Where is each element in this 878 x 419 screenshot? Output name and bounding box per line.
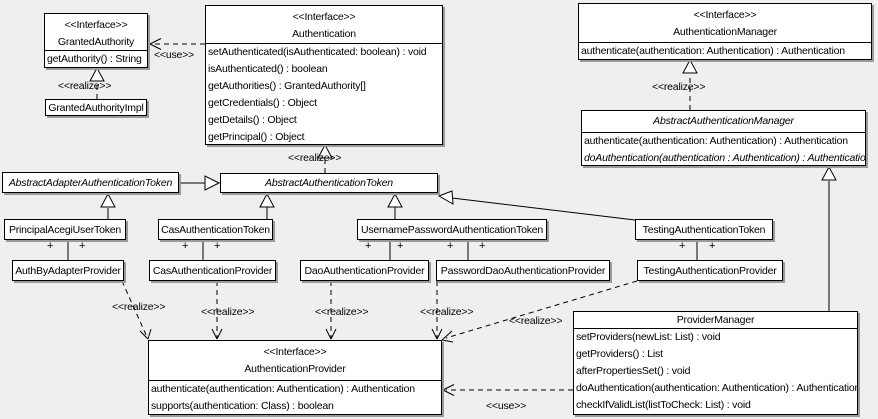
class-name: CasAuthenticationProvider bbox=[152, 264, 273, 277]
edge-gen-providermanager bbox=[821, 165, 837, 311]
realize-label: <<realize>> bbox=[315, 306, 369, 318]
association-end-plus: + bbox=[214, 240, 221, 252]
method-label: getAuthorities() : GrantedAuthority[] bbox=[208, 80, 366, 92]
realize-label: <<realize>> bbox=[652, 81, 706, 93]
class-header: AbstractAuthenticationManager bbox=[582, 111, 865, 133]
association-end-plus: + bbox=[679, 240, 686, 252]
method-label: authenticate(authentication: Authenticat… bbox=[151, 383, 415, 395]
edge-gen-usernamepasswordtoken bbox=[387, 192, 403, 219]
class-testing-authentication-token[interactable]: TestingAuthenticationToken bbox=[635, 219, 773, 240]
use-label: <<use>> bbox=[486, 400, 527, 412]
class-name: DaoAuthenticationProvider bbox=[304, 264, 425, 277]
association-end-plus: + bbox=[397, 240, 404, 252]
method-label: afterPropertiesSet() : void bbox=[576, 365, 691, 377]
class-abstract-authentication-manager[interactable]: AbstractAuthenticationManager authentica… bbox=[581, 110, 866, 166]
association-end-plus: + bbox=[447, 240, 454, 252]
stereotype-label: <<Interface>> bbox=[292, 11, 356, 23]
association-end-plus: + bbox=[709, 240, 716, 252]
class-authentication-manager[interactable]: <<Interface>> AuthenticationManager auth… bbox=[578, 3, 872, 60]
class-authentication[interactable]: <<Interface>> Authentication setAuthenti… bbox=[205, 5, 443, 145]
class-name: PrincipalAcegiUserToken bbox=[8, 223, 122, 236]
association-end-plus: + bbox=[79, 240, 86, 252]
edge-use-authentication-grantedauthority bbox=[149, 38, 205, 50]
class-name: TestingAuthenticationToken bbox=[642, 223, 766, 236]
class-principal-acegi-user-token[interactable]: PrincipalAcegiUserToken bbox=[4, 219, 126, 240]
class-provider-manager[interactable]: ProviderManager setProviders(newList: Li… bbox=[573, 311, 858, 415]
class-abstract-authentication-token[interactable]: AbstractAuthenticationToken bbox=[220, 173, 438, 193]
class-header: <<Interface>> AuthenticationManager bbox=[579, 4, 871, 43]
realize-label: <<realize>> bbox=[288, 152, 342, 164]
stereotype-label: <<Interface>> bbox=[263, 346, 327, 358]
method-label: getAuthority() : String bbox=[47, 53, 142, 65]
class-granted-authority-impl[interactable]: GrantedAuthorityImpl bbox=[45, 99, 147, 116]
method-label: getPrincipal() : Object bbox=[208, 131, 305, 143]
class-header: ProviderManager bbox=[574, 312, 857, 329]
class-name: GrantedAuthority bbox=[57, 36, 135, 48]
realize-label: <<realize>> bbox=[420, 306, 474, 318]
class-name: PasswordDaoAuthenticationProvider bbox=[440, 264, 606, 277]
realize-label: <<realize>> bbox=[201, 306, 255, 318]
class-name: CasAuthenticationToken bbox=[161, 223, 270, 236]
method-label: isAuthenticated() : boolean bbox=[208, 63, 328, 75]
stereotype-label: <<Interface>> bbox=[693, 9, 757, 21]
class-name: AuthenticationManager bbox=[673, 26, 777, 38]
association-end-plus: + bbox=[365, 240, 372, 252]
class-name: TestingAuthenticationProvider bbox=[643, 264, 777, 277]
class-granted-authority[interactable]: <<Interface>> GrantedAuthority getAuthor… bbox=[44, 13, 148, 68]
method-label: authenticate(authentication: Authenticat… bbox=[584, 135, 848, 147]
class-password-dao-authentication-provider[interactable]: PasswordDaoAuthenticationProvider bbox=[436, 260, 610, 281]
realize-label: <<realize>> bbox=[509, 315, 563, 327]
class-name: UsernamePasswordAuthenticationToken bbox=[360, 223, 544, 236]
association-end-plus: + bbox=[182, 240, 189, 252]
class-name: AbstractAuthenticationToken bbox=[265, 177, 393, 189]
method-label: authenticate(authentication: Authenticat… bbox=[581, 45, 845, 57]
method-label: getCredentials() : Object bbox=[208, 97, 317, 109]
class-abstract-adapter-authentication-token[interactable]: AbstractAdapterAuthenticationToken bbox=[2, 172, 179, 193]
method-label: supports(authentication: Class) : boolea… bbox=[151, 400, 334, 412]
class-cas-authentication-provider[interactable]: CasAuthenticationProvider bbox=[149, 260, 276, 281]
method-label: doAuthentication(authentication: Authent… bbox=[576, 382, 857, 394]
edge-use-providermanager bbox=[442, 384, 573, 396]
association-end-plus: + bbox=[479, 240, 486, 252]
realize-label: <<realize>> bbox=[112, 301, 166, 313]
edge-gen-testingauthenticationtoken bbox=[437, 190, 636, 221]
method-label: getDetails() : Object bbox=[208, 114, 297, 126]
realize-label: <<realize>> bbox=[58, 80, 112, 92]
method-label: setProviders(newList: List) : void bbox=[576, 331, 721, 343]
class-authentication-provider[interactable]: <<Interface>> AuthenticationProvider aut… bbox=[148, 340, 442, 415]
edge-gen-principalacegiusertoken bbox=[100, 192, 116, 219]
class-header: <<Interface>> AuthenticationProvider bbox=[149, 341, 441, 381]
edge-gen-abstractadapter bbox=[180, 175, 221, 191]
class-name: AbstractAuthenticationManager bbox=[653, 115, 794, 127]
class-dao-authentication-provider[interactable]: DaoAuthenticationProvider bbox=[300, 260, 429, 281]
class-name: Authentication bbox=[292, 28, 356, 40]
class-header: <<Interface>> Authentication bbox=[206, 6, 442, 44]
class-name: AbstractAdapterAuthenticationToken bbox=[8, 176, 173, 189]
stereotype-label: <<Interface>> bbox=[64, 19, 128, 31]
method-label: checkIfValidList(listToCheck: List) : vo… bbox=[576, 399, 751, 411]
method-label: getProviders() : List bbox=[576, 348, 663, 360]
method-label: doAuthentication(authentication : Authen… bbox=[584, 152, 865, 164]
class-name: GrantedAuthorityImpl bbox=[48, 101, 144, 114]
method-label: setAuthenticated(isAuthenticated: boolea… bbox=[208, 46, 427, 58]
edge-gen-casauthenticationtoken bbox=[259, 192, 275, 219]
class-name: ProviderManager bbox=[676, 314, 755, 326]
class-username-password-authentication-token[interactable]: UsernamePasswordAuthenticationToken bbox=[357, 219, 547, 240]
class-header: <<Interface>> GrantedAuthority bbox=[45, 14, 147, 51]
use-label: <<use>> bbox=[154, 49, 195, 61]
class-auth-by-adapter-provider[interactable]: AuthByAdapterProvider bbox=[12, 260, 124, 281]
class-name: AuthByAdapterProvider bbox=[15, 264, 121, 277]
class-testing-authentication-provider[interactable]: TestingAuthenticationProvider bbox=[637, 260, 783, 281]
class-cas-authentication-token[interactable]: CasAuthenticationToken bbox=[158, 219, 273, 240]
class-name: AuthenticationProvider bbox=[244, 363, 346, 375]
association-end-plus: + bbox=[47, 240, 54, 252]
